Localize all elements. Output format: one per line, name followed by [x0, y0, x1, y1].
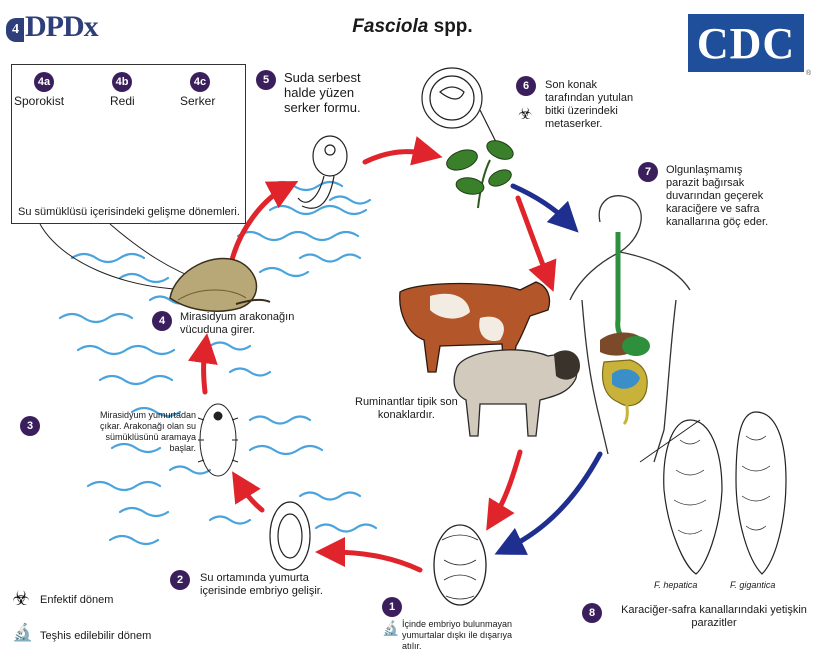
- page-title: Fasciola spp.: [0, 16, 825, 38]
- legend-biohazard-icon: ☣: [12, 588, 30, 610]
- microscope-icon: 🔬: [382, 620, 400, 636]
- step-badge-1: 1: [382, 597, 402, 617]
- label-f-hepatica: F. hepatica: [654, 580, 698, 590]
- egg-illustration: [433, 524, 487, 606]
- ruminants-line-2: konaklardır.: [377, 409, 435, 421]
- step-6-line-3: bitki üzerindeki: [545, 105, 618, 117]
- step-3-line-4: başlar.: [169, 443, 196, 453]
- plant-illustration: [446, 140, 514, 209]
- step-4-line-2: vücuduna girer.: [180, 324, 256, 336]
- stage-label-cercaria: Serker: [180, 94, 216, 108]
- step-badge-4a: 4a: [34, 72, 54, 92]
- step-5-line-3: serker formu.: [284, 100, 361, 115]
- water-waves: [58, 180, 378, 546]
- step-badge-6: 6: [516, 76, 536, 96]
- step-7-text: Olgunlaşmamış parazit bağırsak duvarında…: [666, 164, 768, 229]
- sheep-illustration: [453, 349, 580, 437]
- title-suffix: spp.: [428, 16, 473, 37]
- step-7-line-5: kanallarına göç eder.: [666, 216, 769, 228]
- step-7-line-1: Olgunlaşmamış: [666, 164, 743, 176]
- digestive-organs-illustration: [600, 232, 650, 426]
- step-badge-2: 2: [170, 570, 190, 590]
- step-7-line-2: parazit bağırsak: [666, 177, 745, 189]
- step-5-text: Suda serbest halde yüzen serker formu.: [284, 70, 361, 115]
- biohazard-icon: ☣: [518, 106, 533, 123]
- step-6-line-4: metaserker.: [545, 118, 603, 130]
- embryonated-egg-illustration: [269, 501, 311, 571]
- stage-label-sporocyst: Sporokist: [14, 94, 65, 108]
- step-8-line-2: parazitler: [691, 617, 737, 629]
- adult-fluke-gigantica-illustration: [735, 411, 787, 575]
- step-2-line-1: Su ortamında yumurta: [200, 572, 309, 584]
- miracidium-illustration: [197, 403, 239, 477]
- step-5-line-1: Suda serbest: [284, 70, 361, 85]
- step-badge-5: 5: [256, 70, 276, 90]
- step-2-line-2: içerisinde embriyo gelişir.: [200, 585, 323, 597]
- step-3-line-3: sümüklüsünü aramaya: [105, 432, 196, 442]
- step-badge-4: 4: [152, 311, 172, 331]
- step-1-line-2: yumurtalar dışkı ile dışarıya: [402, 630, 513, 640]
- step-6-text: Son konak tarafından yutulan bitki üzeri…: [545, 79, 633, 131]
- legend-infective-label: Enfektif dönem: [40, 594, 114, 606]
- step-3-text: Mirasidyum yumurtadan çıkar. Arakonağı o…: [46, 410, 196, 454]
- step-8-text: Karaciğer-safra kanallarındaki yetişkin …: [608, 604, 820, 630]
- step-8-line-1: Karaciğer-safra kanallarındaki yetişkin: [621, 604, 807, 616]
- dpdx-logo-text: DPDx: [25, 10, 99, 43]
- step-1-line-3: atılır.: [402, 641, 422, 651]
- step-7-line-3: duvarından geçerek: [666, 190, 764, 202]
- dpdx-logo-mark: 4: [6, 18, 24, 42]
- step-badge-3: 3: [20, 416, 40, 436]
- ruminants-text: Ruminantlar tipik son konaklardır.: [355, 396, 458, 422]
- cdc-registered-mark: ®: [806, 70, 812, 77]
- step-1-line-1: İçinde embriyo bulunmayan: [402, 619, 513, 629]
- snail-stages-inset: [11, 64, 246, 224]
- step-badge-4c: 4c: [190, 72, 210, 92]
- step-7-line-4: karaciğere ve safra: [666, 203, 760, 215]
- inset-caption: Su sümüklüsü içerisindeki gelişme döneml…: [18, 206, 240, 218]
- step-1-text: İçinde embriyo bulunmayan yumurtalar dış…: [402, 619, 512, 652]
- legend-diagnostic-label: Teşhis edilebilir dönem: [40, 630, 152, 642]
- cdc-logo: CDC: [688, 14, 804, 72]
- step-4-line-1: Mirasidyum arakonağın: [180, 311, 295, 323]
- step-6-line-1: Son konak: [545, 79, 597, 91]
- step-3-line-2: çıkar. Arakonağı olan su: [99, 421, 196, 431]
- step-2-text: Su ortamında yumurta içerisinde embriyo …: [200, 572, 323, 598]
- step-badge-8: 8: [582, 603, 602, 623]
- step-4-text: Mirasidyum arakonağın vücuduna girer.: [180, 311, 294, 337]
- human-illustration: [569, 195, 691, 463]
- adult-fluke-hepatica-illustration: [663, 419, 723, 575]
- metacercaria-illustration: [421, 67, 501, 151]
- snail-illustration: [169, 257, 271, 312]
- step-6-line-2: tarafından yutulan: [545, 92, 634, 104]
- step-badge-4b: 4b: [112, 72, 132, 92]
- title-genus: Fasciola: [352, 16, 429, 37]
- step-3-line-1: Mirasidyum yumurtadan: [99, 410, 196, 420]
- legend-microscope-icon: 🔬: [12, 623, 34, 642]
- stage-label-redia: Redi: [110, 94, 135, 108]
- cercaria-free-illustration: [297, 135, 348, 209]
- ruminants-line-1: Ruminantlar tipik son: [355, 396, 458, 408]
- step-5-line-2: halde yüzen: [284, 85, 355, 100]
- step-badge-7: 7: [638, 162, 658, 182]
- label-f-gigantica: F. gigantica: [730, 580, 776, 590]
